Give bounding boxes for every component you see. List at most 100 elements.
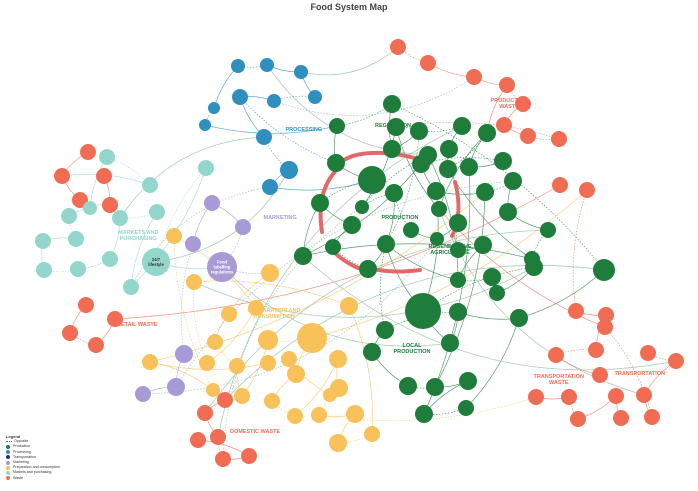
legend-swatch <box>6 445 10 449</box>
node-waste <box>528 389 544 405</box>
node-circle <box>241 448 257 464</box>
node-waste <box>466 69 482 85</box>
node-circle <box>294 65 308 79</box>
node-circle <box>260 58 274 72</box>
node-circle <box>597 319 613 335</box>
edge-n95-n96 <box>604 326 653 418</box>
node-circle <box>123 279 139 295</box>
node-circle <box>499 77 515 93</box>
node-preparation <box>264 393 280 409</box>
node-markets <box>112 210 128 226</box>
node-waste <box>54 168 70 184</box>
node-circle <box>474 236 492 254</box>
node-circle <box>561 389 577 405</box>
cluster-label-transport: TRANSPORTATION <box>614 370 666 377</box>
node-production <box>294 247 312 265</box>
node-preparation <box>166 228 182 244</box>
node-circle <box>88 337 104 353</box>
node-circle <box>142 354 158 370</box>
node-production <box>494 152 512 170</box>
legend-label: Waste <box>13 475 24 480</box>
node-circle <box>420 55 436 71</box>
node-processing <box>262 179 278 195</box>
node-waste <box>217 392 233 408</box>
edge-n61-n62 <box>395 126 440 210</box>
node-circle <box>383 140 401 158</box>
node-production <box>441 334 459 352</box>
node-circle <box>494 152 512 170</box>
node-waste <box>548 347 564 363</box>
node-circle <box>232 89 248 105</box>
node-processing <box>267 94 281 108</box>
node-preparation <box>229 358 245 374</box>
legend-label: Markets and purchasing <box>13 470 52 475</box>
node-circle <box>551 131 567 147</box>
node-circle <box>459 372 477 390</box>
node-circle <box>62 325 78 341</box>
node-waste <box>78 297 94 313</box>
node-circle <box>548 347 564 363</box>
node-production <box>440 140 458 158</box>
node-production <box>376 321 394 339</box>
legend-item: Opposite <box>6 439 60 444</box>
node-preparation <box>329 434 347 452</box>
node-preparation <box>311 407 327 423</box>
legend-label: Preparation and consumption <box>13 465 60 470</box>
node-waste <box>640 345 656 361</box>
node-production <box>399 377 417 395</box>
node-production <box>405 293 441 329</box>
node-circle <box>359 260 377 278</box>
node-circle <box>520 128 536 144</box>
node-circle <box>83 201 97 215</box>
node-circle <box>405 293 441 329</box>
node-marketing <box>175 345 193 363</box>
node-preparation <box>287 365 305 383</box>
node-markets <box>35 233 51 249</box>
node-waste <box>72 192 88 208</box>
node-waste <box>636 387 652 403</box>
node-waste <box>592 367 608 383</box>
edge-n19-n33 <box>379 243 387 331</box>
cluster-label-marketing: MARKETING <box>263 214 297 221</box>
node-circle <box>478 124 496 142</box>
node-markets <box>142 177 158 193</box>
node-circle <box>323 388 337 402</box>
node-circle <box>258 330 278 350</box>
node-production <box>430 232 444 246</box>
edge-n62-n94 <box>438 208 645 396</box>
node-preparation <box>206 383 220 397</box>
node-production <box>540 222 556 238</box>
node-circle <box>204 195 220 211</box>
node-circle <box>329 434 347 452</box>
node-production <box>458 400 474 416</box>
edge-n58-n93 <box>302 255 677 371</box>
node-circle <box>608 388 624 404</box>
node-preparation <box>340 297 358 315</box>
node-waste <box>520 128 536 144</box>
node-preparation <box>287 408 303 424</box>
node-circle <box>229 358 245 374</box>
node-circle <box>167 378 185 396</box>
node-circle <box>206 383 220 397</box>
node-preparation <box>261 264 279 282</box>
edge-n9-n114 <box>130 186 271 288</box>
edge-n9-n14 <box>269 179 373 191</box>
node-production <box>355 200 369 214</box>
node-circle <box>262 179 278 195</box>
node-waste <box>102 197 118 213</box>
node-circle <box>207 252 237 282</box>
node-circle <box>568 303 584 319</box>
node-circle <box>376 321 394 339</box>
legend-swatch <box>6 465 10 470</box>
node-circle <box>327 154 345 172</box>
node-circle <box>297 323 327 353</box>
node-preparation <box>260 355 276 371</box>
node-production <box>459 372 477 390</box>
cluster-label-domestic: DOMESTIC WASTE <box>230 428 281 435</box>
node-production <box>415 405 433 423</box>
node-waste <box>588 342 604 358</box>
